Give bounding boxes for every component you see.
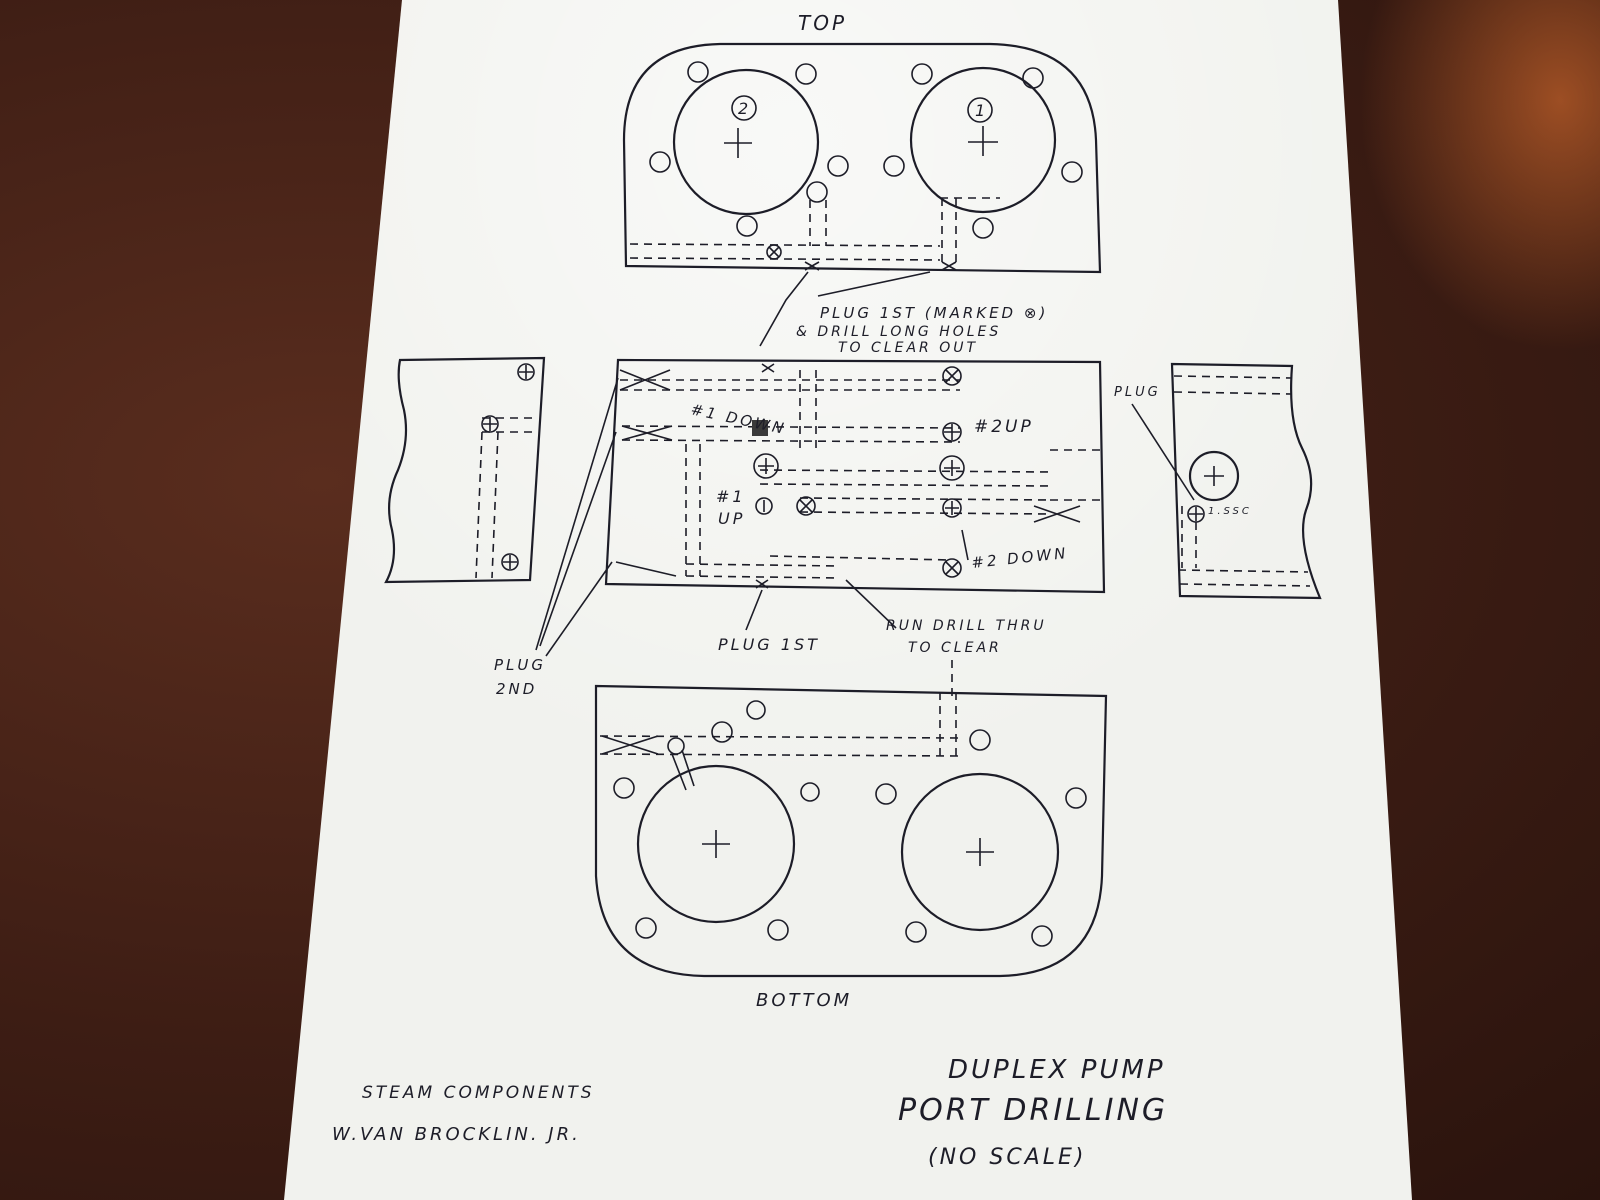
- label-bottom: BOTTOM: [756, 990, 852, 1011]
- note-plug-right: PLUG: [1114, 385, 1161, 400]
- paper-glare: [284, 0, 1412, 1200]
- bottom-bore-left: [636, 764, 796, 924]
- cylinder-number-badge-2: [731, 95, 757, 121]
- note-two-up: #2UP: [974, 417, 1034, 437]
- side-view: [604, 358, 1106, 594]
- note-plug-first-marked-line3: TO CLEAR OUT: [838, 340, 978, 356]
- credit-line2: W.VAN BROCKLIN. JR.: [332, 1124, 581, 1145]
- cylinder-number-badge-1: [967, 97, 993, 123]
- cylinder-number-1: 1: [975, 101, 988, 120]
- top-view: [622, 42, 1102, 274]
- cylinder-bore-2: [672, 68, 820, 216]
- note-run-drill-line2: TO CLEAR: [908, 640, 1002, 656]
- title-line3: (NO SCALE): [928, 1145, 1086, 1170]
- note-one-up-a: #1: [716, 487, 746, 506]
- leader-two-down: [961, 529, 969, 561]
- title-line1: DUPLEX PUMP: [948, 1055, 1166, 1085]
- leaders-bottom-notes: [535, 377, 953, 700]
- bottom-view: [594, 684, 1108, 978]
- left-end-view: [384, 356, 546, 584]
- note-plug-second-line2: 2ND: [496, 680, 537, 698]
- note-plug-second-line1: PLUG: [494, 656, 546, 674]
- shaded-port: [752, 420, 768, 436]
- bottom-bore-right: [900, 772, 1060, 932]
- note-plug-right-small: 1.SSC: [1208, 506, 1252, 517]
- note-plug-first-bottom: PLUG 1ST: [718, 635, 820, 654]
- note-one-up-b: UP: [718, 509, 745, 528]
- note-plug-first-marked-line1: PLUG 1ST (MARKED ⊗): [820, 304, 1048, 322]
- right-end-view: [1131, 362, 1322, 600]
- note-run-drill-line1: RUN DRILL THRU: [886, 618, 1047, 634]
- label-top: TOP: [798, 11, 847, 35]
- note-plug-first-marked-line2: & DRILL LONG HOLES: [796, 324, 1001, 340]
- cylinder-number-2: 2: [738, 99, 751, 118]
- cylinder-bore-1: [909, 66, 1057, 214]
- title-line2: PORT DRILLING: [898, 1093, 1168, 1128]
- credit-line1: STEAM COMPONENTS: [362, 1083, 595, 1103]
- leader-plug-first-marked: [759, 271, 931, 347]
